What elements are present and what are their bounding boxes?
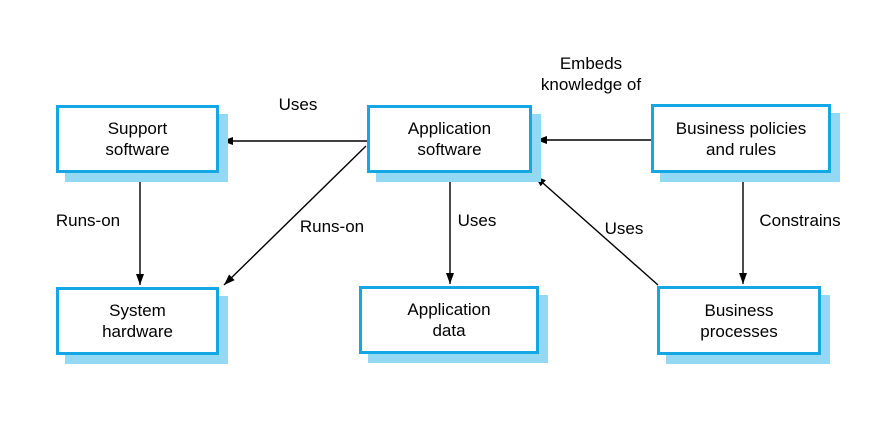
node-business-policies: Business policies and rules bbox=[651, 104, 831, 173]
node-business-processes-label: Business processes bbox=[700, 300, 778, 341]
edge-label-runs-on-left: Runs-on bbox=[55, 211, 121, 230]
arrow-business-processes-to-application-software bbox=[534, 175, 659, 286]
node-application-software-label: Application software bbox=[407, 119, 492, 159]
node-application-data-label: Application data bbox=[407, 300, 491, 340]
node-business-policies-label: Business policies and rules bbox=[675, 118, 807, 159]
node-support-software-label: Support software bbox=[105, 119, 170, 159]
edge-label-runs-on-middle: Runs-on bbox=[299, 217, 365, 236]
node-application-data: Application data bbox=[359, 286, 539, 354]
edge-label-uses-support: Uses bbox=[278, 95, 318, 114]
edge-label-embeds-knowledge-of: Embeds knowledge of bbox=[540, 54, 642, 94]
node-system-hardware-label: System hardware bbox=[102, 301, 173, 341]
edge-label-uses-data: Uses bbox=[457, 211, 497, 230]
node-application-software: Application software bbox=[367, 105, 532, 173]
node-system-hardware: System hardware bbox=[56, 287, 219, 355]
edge-label-constrains: Constrains bbox=[759, 211, 841, 230]
node-business-processes: Business processes bbox=[657, 286, 821, 355]
edge-label-uses-processes: Uses bbox=[604, 219, 644, 238]
node-support-software: Support software bbox=[56, 105, 219, 173]
arrow-application-software-to-system-hardware bbox=[223, 145, 367, 286]
